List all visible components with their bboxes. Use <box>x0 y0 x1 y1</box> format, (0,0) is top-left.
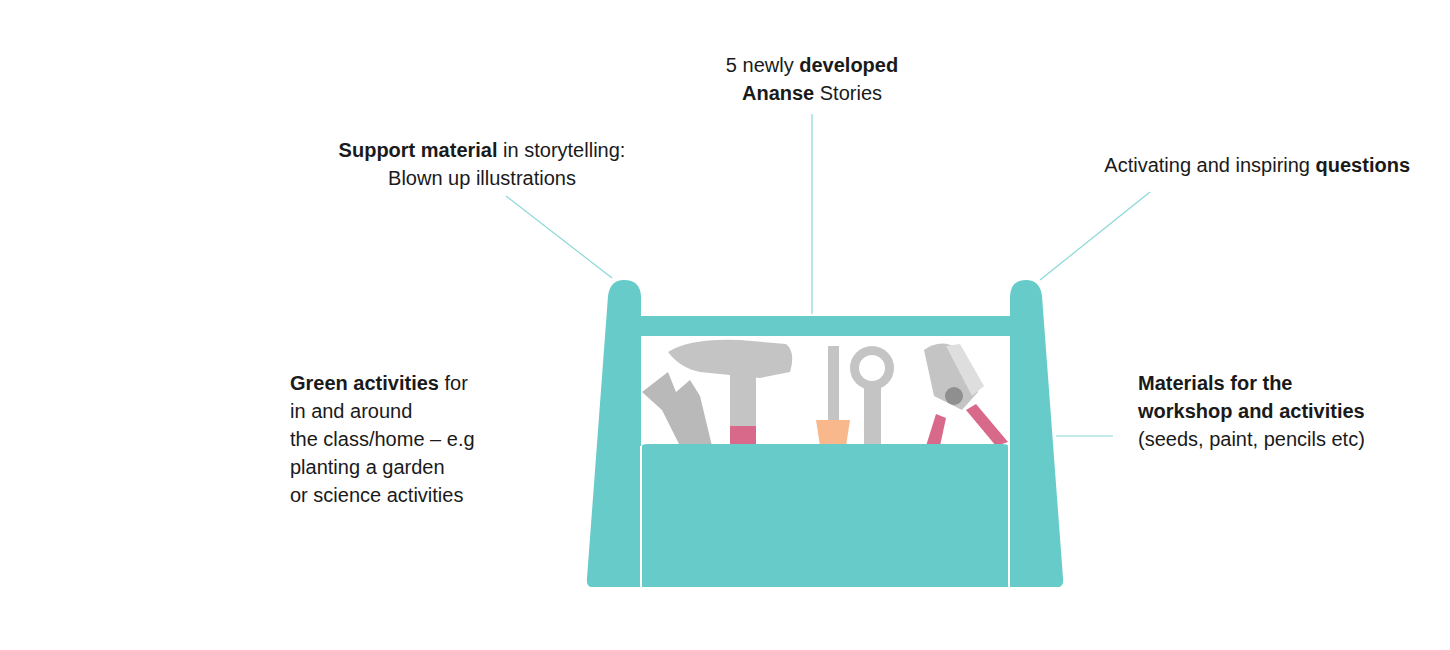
toolbox-window <box>640 336 1010 446</box>
pliers-pivot <box>945 387 963 405</box>
screwdriver-handle <box>816 420 850 446</box>
leader-line <box>1040 192 1150 280</box>
toolbox <box>587 280 1063 587</box>
leader-line <box>506 196 612 278</box>
toolbox-seam <box>1008 446 1010 588</box>
wrench <box>642 372 712 446</box>
callout-label: 5 newly developedAnanse Stories <box>726 51 898 107</box>
pliers-handle <box>966 404 1008 446</box>
hammer-grip <box>730 426 756 446</box>
toolbox-seams <box>641 446 1009 588</box>
callout-label: Activating and inspiring questions <box>1104 151 1410 179</box>
leader-line <box>1056 435 1113 436</box>
hammer-handle <box>730 372 756 428</box>
screwdriver-shaft <box>828 346 839 422</box>
callout-label: Support material in storytelling:Blown u… <box>339 136 626 192</box>
spanner-ring <box>850 346 894 390</box>
toolbox-post <box>1010 280 1063 587</box>
leader-line <box>811 114 812 314</box>
callout-label: Green activities forin and aroundthe cla… <box>290 369 475 509</box>
toolbox-bar <box>640 316 1010 336</box>
pliers-handle <box>926 414 946 446</box>
callout-label: Materials for theworkshop and activities… <box>1138 369 1365 453</box>
spanner-hole <box>859 355 885 381</box>
spanner-shaft <box>864 386 881 446</box>
tools <box>642 340 1008 446</box>
toolbox-seam <box>640 446 642 588</box>
toolbox-post <box>587 280 641 587</box>
toolbox-body <box>642 444 1008 587</box>
